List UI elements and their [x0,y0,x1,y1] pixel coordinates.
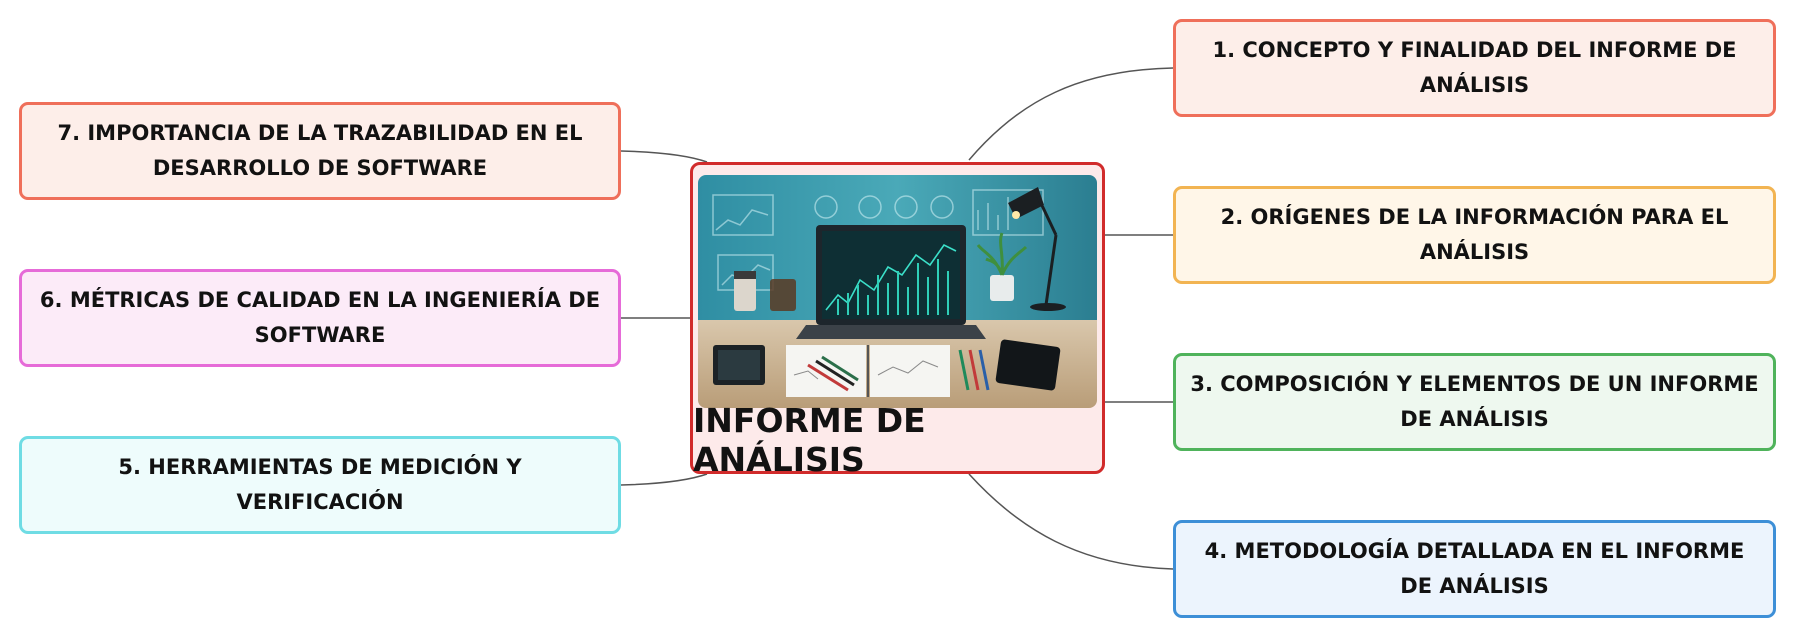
topic-herramientas-medicion[interactable]: 5. HERRAMIENTAS DE MEDICIÓN Y VERIFICACI… [19,436,621,534]
connector-t7 [620,150,708,163]
central-title: INFORME DE ANÁLISIS [693,401,926,479]
connector-t1 [968,67,1174,161]
topic-composicion-elementos[interactable]: 3. COMPOSICIÓN Y ELEMENTOS DE UN INFORME… [1173,353,1776,451]
connector-t5 [620,473,708,486]
laptop [796,225,986,339]
central-topic[interactable]: INFORME DE ANÁLISIS [690,162,1105,479]
wall-charts [712,189,1044,291]
topic-origenes-informacion[interactable]: 2. ORÍGENES DE LA INFORMACIÓN PARA EL AN… [1173,186,1776,284]
topic-metodologia-detallada[interactable]: 4. METODOLOGÍA DETALLADA EN EL INFORME D… [1173,520,1776,618]
connector-t4 [968,473,1174,570]
desk-lamp [1008,187,1066,311]
topic-concepto-finalidad[interactable]: 1. CONCEPTO Y FINALIDAD DEL INFORME DE A… [1173,19,1776,117]
topic-importancia-trazabilidad[interactable]: 7. IMPORTANCIA DE LA TRAZABILIDAD EN EL … [19,102,621,200]
topic-metricas-calidad[interactable]: 6. MÉTRICAS DE CALIDAD EN LA INGENIERÍA … [19,269,621,367]
plant [976,232,1028,301]
central-illustration [698,175,1097,408]
